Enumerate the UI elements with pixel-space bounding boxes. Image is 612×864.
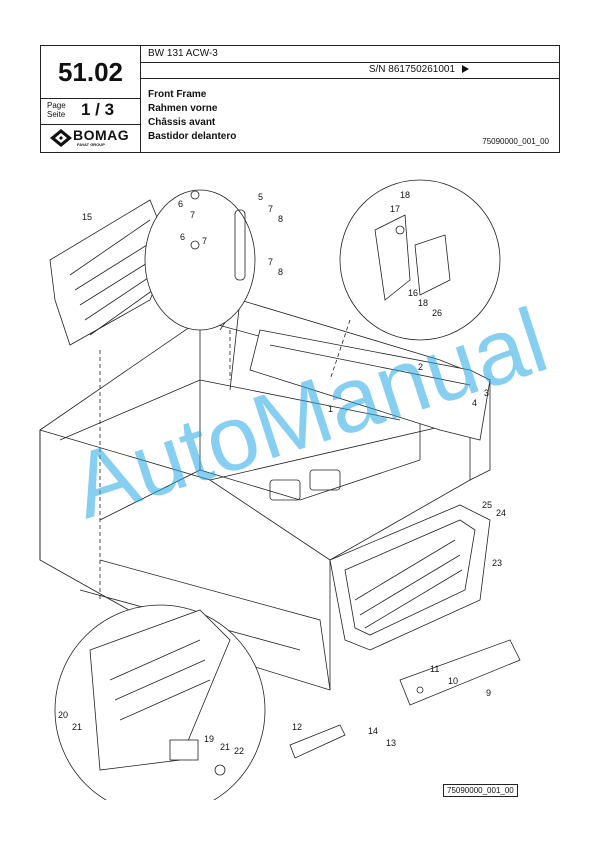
model-name: BW 131 ACW-3	[148, 48, 218, 59]
brand-logo: BOMAG FAYAT GROUP	[41, 124, 140, 152]
detail-circle-right	[339, 179, 501, 341]
callout-7b: 7	[268, 204, 273, 214]
callout-8b: 8	[278, 267, 283, 277]
footer-drawing-reference: 75090000_001_00	[443, 784, 518, 797]
callout-14: 14	[368, 726, 378, 736]
callout-23: 23	[492, 558, 502, 568]
callout-25: 25	[482, 500, 492, 510]
rear-grille-part	[329, 504, 491, 651]
callout-7: 7	[190, 210, 195, 220]
front-frame-part	[39, 299, 491, 691]
callout-6: 6	[178, 199, 183, 209]
title-german: Rahmen vorne	[148, 103, 218, 114]
leader-lines	[99, 319, 351, 600]
callout-10: 10	[448, 676, 458, 686]
page-labels: Page Seite	[47, 101, 66, 119]
bracket-part	[289, 724, 346, 759]
detail-circle-top	[144, 189, 256, 331]
drawing-reference: 75090000_001_00	[482, 137, 549, 146]
grille-part	[49, 199, 171, 346]
callout-21b: 21	[220, 742, 230, 752]
title-block-right: BW 131 ACW-3 S/N 861750261001 Front Fram…	[140, 46, 559, 152]
model-row: BW 131 ACW-3	[140, 46, 559, 63]
titles: Front Frame Rahmen vorne Châssis avant B…	[148, 88, 236, 144]
serial-number: S/N 861750261001	[368, 64, 455, 75]
section-number: 51.02	[41, 46, 140, 99]
title-french: Châssis avant	[148, 117, 216, 128]
brand-name: BOMAG	[73, 127, 130, 143]
detail-circle-bottom	[54, 604, 266, 800]
cover-plate-part	[399, 639, 521, 706]
callout-7c: 7	[202, 236, 207, 246]
titles-row: Front Frame Rahmen vorne Châssis avant B…	[140, 78, 559, 152]
brand-subtitle: FAYAT GROUP	[77, 142, 105, 147]
callout-20: 20	[58, 710, 68, 720]
title-spanish: Bastidor delantero	[148, 131, 237, 142]
callout-6b: 6	[180, 232, 185, 242]
callout-8: 8	[278, 214, 283, 224]
callout-18: 18	[400, 190, 410, 200]
page-box: Page Seite 1 / 3	[41, 98, 140, 125]
callout-12: 12	[292, 722, 302, 732]
callout-17: 17	[390, 204, 400, 214]
callout-15: 15	[82, 212, 92, 222]
callout-22: 22	[234, 746, 244, 756]
callout-2: 2	[418, 362, 423, 372]
arrow-right-icon	[462, 65, 469, 73]
page-number: 1 / 3	[81, 100, 115, 119]
side-plate-part	[249, 329, 491, 441]
callout-26: 26	[432, 308, 442, 318]
callout-13: 13	[386, 738, 396, 748]
callout-labels: 15 6 7 5 7 8 6 7 7 8 18 17 16 18 26 2 3 …	[58, 190, 506, 756]
callout-11: 11	[430, 664, 439, 674]
serial-row: S/N 861750261001	[140, 62, 559, 79]
callout-9: 9	[486, 688, 491, 698]
callout-3: 3	[484, 388, 489, 398]
callout-21: 21	[72, 722, 82, 732]
callout-7d: 7	[268, 257, 273, 267]
callout-4: 4	[472, 398, 477, 408]
title-block: 51.02 Page Seite 1 / 3 BOMAG FAYAT GROUP…	[40, 45, 560, 153]
title-block-left: 51.02 Page Seite 1 / 3 BOMAG FAYAT GROUP	[41, 46, 141, 152]
title-english: Front Frame	[148, 89, 207, 100]
callout-1: 1	[328, 404, 333, 414]
callout-16: 16	[408, 288, 418, 298]
bomag-logo-icon	[50, 129, 72, 147]
exploded-parts-diagram: 15 6 7 5 7 8 6 7 7 8 18 17 16 18 26 2 3 …	[39, 179, 521, 800]
callout-24: 24	[496, 508, 506, 518]
page-label-en: Page	[47, 101, 66, 110]
callout-19: 19	[204, 734, 214, 744]
callout-18b: 18	[418, 298, 428, 308]
callout-5: 5	[258, 192, 263, 202]
page-label-de: Seite	[47, 110, 66, 119]
